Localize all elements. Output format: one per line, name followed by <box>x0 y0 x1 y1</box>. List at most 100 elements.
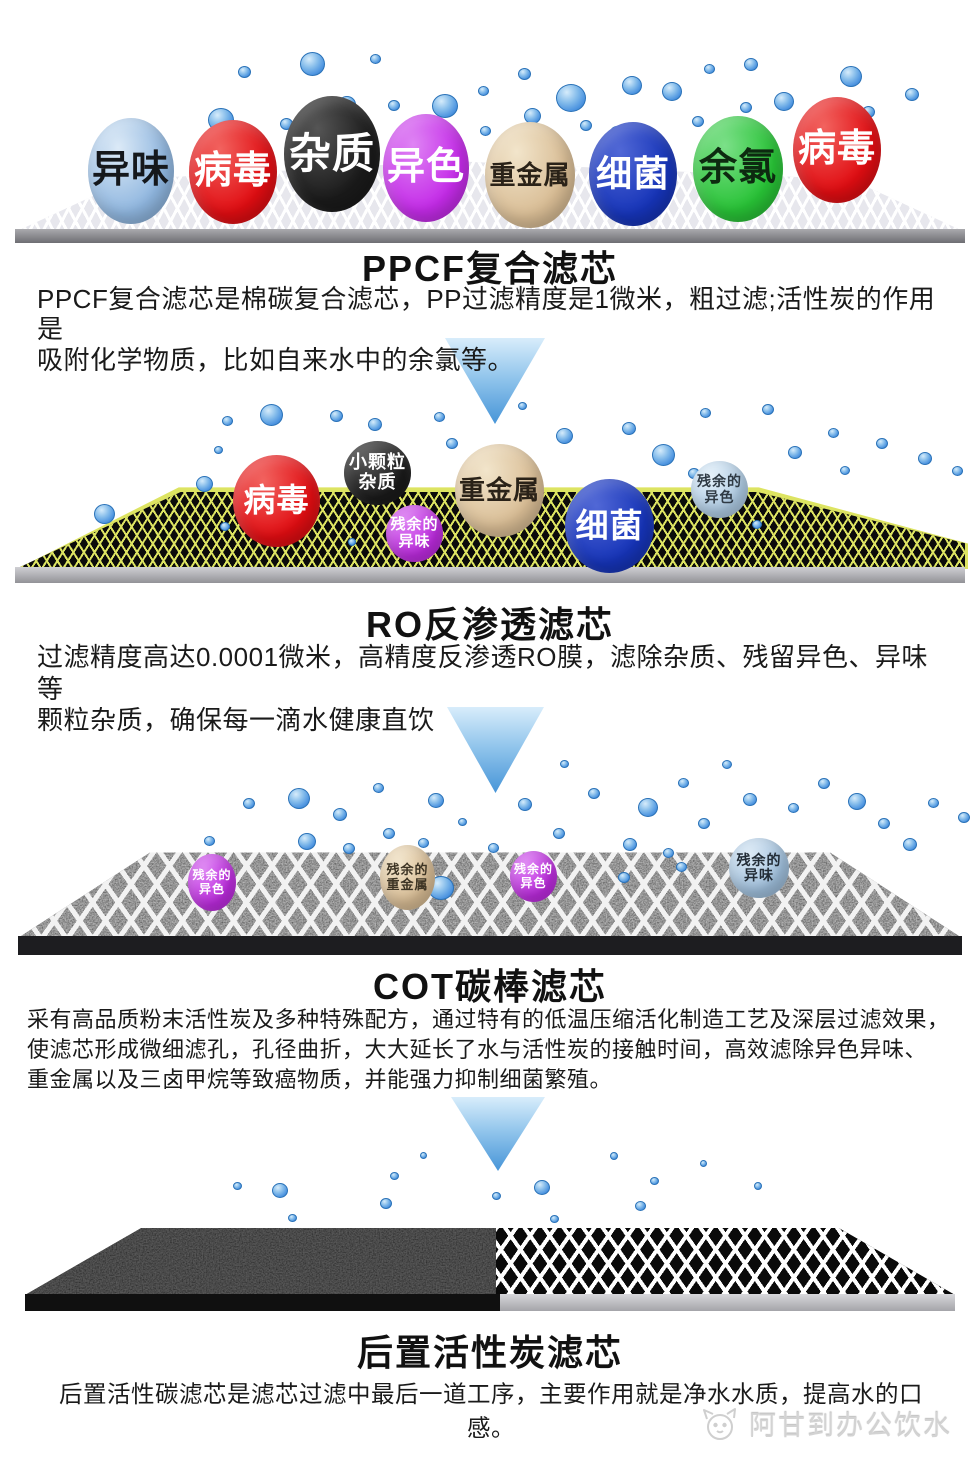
water-droplet <box>388 100 400 111</box>
water-droplet <box>288 1214 297 1222</box>
water-droplet <box>383 828 395 839</box>
water-droplet <box>638 798 658 817</box>
water-droplet <box>480 126 491 136</box>
water-droplet <box>204 836 215 846</box>
water-droplet <box>458 818 467 826</box>
water-droplet <box>420 1152 427 1159</box>
water-droplet <box>740 102 752 113</box>
water-droplet <box>862 106 875 118</box>
water-droplet <box>774 92 794 111</box>
water-droplet <box>610 1152 618 1160</box>
water-droplet <box>678 778 689 788</box>
water-droplet <box>94 504 115 524</box>
water-droplet <box>840 66 862 87</box>
water-droplet <box>818 778 830 789</box>
water-droplet <box>754 1182 762 1190</box>
water-droplet <box>434 412 445 422</box>
cot-sheet-base <box>18 936 962 955</box>
water-droplet <box>722 760 732 769</box>
water-droplet <box>222 416 233 426</box>
water-droplet <box>488 843 499 853</box>
water-droplet <box>688 468 700 479</box>
water-droplet <box>635 1201 646 1211</box>
water-droplet <box>918 452 932 465</box>
water-droplet <box>788 446 802 459</box>
carbon-darken-overlay <box>25 1228 496 1295</box>
water-droplet <box>556 428 573 444</box>
water-droplet <box>428 793 444 808</box>
down-arrow-3 <box>451 1097 545 1171</box>
water-droplet <box>556 84 586 112</box>
water-droplet <box>330 410 343 422</box>
post-carbon-base-right <box>500 1294 955 1311</box>
section-title-ppcf: PPCF复合滤芯 <box>361 248 618 289</box>
water-droplet <box>243 798 255 809</box>
ro-sheet-base <box>15 567 965 583</box>
water-droplet <box>698 818 710 829</box>
water-droplet <box>524 108 541 124</box>
water-droplet <box>272 1183 288 1198</box>
water-droplet <box>380 1198 392 1209</box>
water-droplet <box>418 838 429 848</box>
water-droplet <box>214 446 223 454</box>
watermark-logo-cat-icon <box>703 1407 736 1440</box>
water-droplet <box>806 124 821 138</box>
water-droplet <box>368 418 382 431</box>
section-title-cot: COT碳棒滤芯 <box>373 966 607 1007</box>
cot-carbon-sheet <box>18 852 962 938</box>
water-droplet <box>478 86 489 96</box>
water-droplet <box>848 793 866 810</box>
water-droplet <box>518 402 527 410</box>
water-droplet <box>704 64 715 74</box>
post-carbon-sheet <box>25 1228 955 1295</box>
water-droplet <box>876 438 888 449</box>
water-droplet <box>298 833 316 850</box>
water-droplet <box>580 120 592 131</box>
water-droplet <box>233 1182 242 1190</box>
water-droplet <box>905 88 919 101</box>
post-carbon-granular-half <box>25 1228 496 1295</box>
water-droplet <box>762 404 774 415</box>
water-droplet <box>492 1192 501 1200</box>
water-droplet <box>446 438 458 449</box>
watermark: 阿甘到办公饮水 <box>701 1404 952 1443</box>
water-droplet <box>928 798 939 808</box>
water-droplet <box>432 94 458 118</box>
water-droplet <box>622 422 636 435</box>
water-droplet <box>662 82 682 101</box>
water-droplet <box>743 793 757 806</box>
post-carbon-base-left <box>25 1294 500 1311</box>
water-droplet <box>300 52 325 76</box>
water-droplet <box>623 838 637 851</box>
section-title-post-carbon: 后置活性炭滤芯 <box>356 1332 623 1373</box>
water-droplet <box>534 1180 550 1195</box>
water-droplet <box>518 798 532 811</box>
water-droplet <box>788 803 799 813</box>
section-description-cot: 采有高品质粉末活性炭及多种特殊配方，通过特有的低温压缩活化制造工艺及深层过滤效果… <box>27 1007 950 1093</box>
section-description-ro: 过滤精度高达0.0001微米，高精度反渗透RO膜，滤除杂质、残留异色、异味等 颗… <box>37 642 929 736</box>
water-droplet <box>622 76 642 95</box>
water-droplet <box>828 428 839 438</box>
water-droplet <box>560 760 569 768</box>
water-droplet <box>280 118 293 130</box>
water-droplet <box>518 68 531 80</box>
water-droplet <box>550 1215 559 1223</box>
water-droplet <box>588 788 600 799</box>
water-droplet <box>288 788 310 809</box>
section-title-ro: RO反渗透滤芯 <box>365 604 614 645</box>
water-droplet <box>343 843 355 854</box>
water-droplet <box>700 408 711 418</box>
water-droplet <box>878 818 890 829</box>
water-droplet <box>652 444 675 466</box>
section-description-post-carbon: 后置活性碳滤芯是滤芯过滤中最后一道工序，主要作用就是净水水质，提高水的口感。 <box>59 1381 923 1441</box>
water-droplet <box>553 828 565 839</box>
section-description-ppcf: PPCF复合滤芯是棉碳复合滤芯，PP过滤精度是1微米，粗过滤;活性炭的作用是 吸… <box>37 284 936 375</box>
water-droplet <box>333 808 347 821</box>
water-droplet <box>692 116 704 127</box>
water-droplet <box>903 838 917 851</box>
water-droplet <box>952 466 963 476</box>
water-droplet <box>260 404 283 426</box>
water-droplet <box>208 108 234 132</box>
post-carbon-mesh-half <box>495 1228 955 1295</box>
